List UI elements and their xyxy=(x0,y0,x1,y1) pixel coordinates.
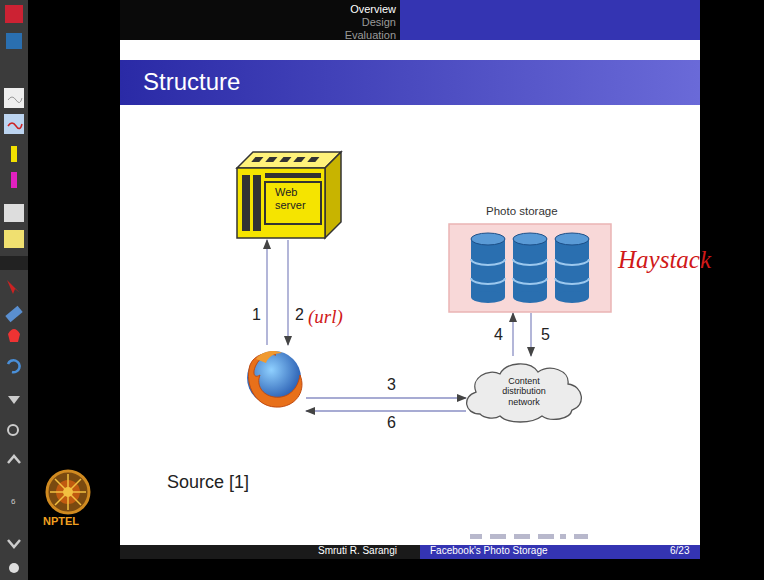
nav-section: Design xyxy=(362,16,396,29)
step-number: 3 xyxy=(387,376,396,394)
cdn-cloud: Content distribution network xyxy=(458,356,588,424)
title-band xyxy=(120,60,700,105)
step-number: 6 xyxy=(387,414,396,432)
footer-left xyxy=(120,545,420,559)
nav-strip-blue xyxy=(400,0,700,40)
flow-arrow xyxy=(266,240,267,345)
footer-right xyxy=(420,545,700,559)
tool-icons xyxy=(0,5,28,573)
footer-page: 6/23 xyxy=(670,545,689,557)
nav-section: Evaluation xyxy=(345,29,396,42)
step-number: 2 xyxy=(295,306,304,324)
nav-section: Overview xyxy=(350,3,396,16)
step-number: 1 xyxy=(252,306,261,324)
nptel-logo xyxy=(47,471,89,513)
tool-bar xyxy=(0,0,28,580)
slide-page xyxy=(120,40,700,545)
web-server-icon: Web server xyxy=(233,148,345,240)
footer-author: Smruti R. Sarangi xyxy=(318,545,397,557)
source-note: Source [1] xyxy=(167,472,249,493)
flow-arrow xyxy=(306,397,466,398)
logo-text: NPTEL xyxy=(43,515,79,528)
node-label: Content distribution network xyxy=(486,376,562,407)
browser-icon-shape xyxy=(240,345,306,411)
beamer-nav-symbols xyxy=(470,534,588,539)
footer-title: Facebook's Photo Storage xyxy=(430,545,548,557)
flow-arrow xyxy=(512,313,513,356)
flow-arrow xyxy=(287,240,288,345)
handwritten-note: (url) xyxy=(308,306,343,328)
toolbar-page-number: 6 xyxy=(11,497,15,506)
step-number: 5 xyxy=(541,326,550,344)
step-number: 4 xyxy=(494,326,503,344)
slide-title: Structure xyxy=(143,68,240,96)
node-label: Photo storage xyxy=(486,205,558,218)
node-label: Web server xyxy=(275,186,323,211)
photo-storage-box-shape xyxy=(448,205,612,313)
browser-icon xyxy=(240,345,306,411)
flow-arrow xyxy=(306,410,466,411)
photo-storage-box: Photo storage xyxy=(448,205,612,313)
handwritten-note: Haystack xyxy=(618,246,711,275)
flow-arrow xyxy=(530,313,531,356)
